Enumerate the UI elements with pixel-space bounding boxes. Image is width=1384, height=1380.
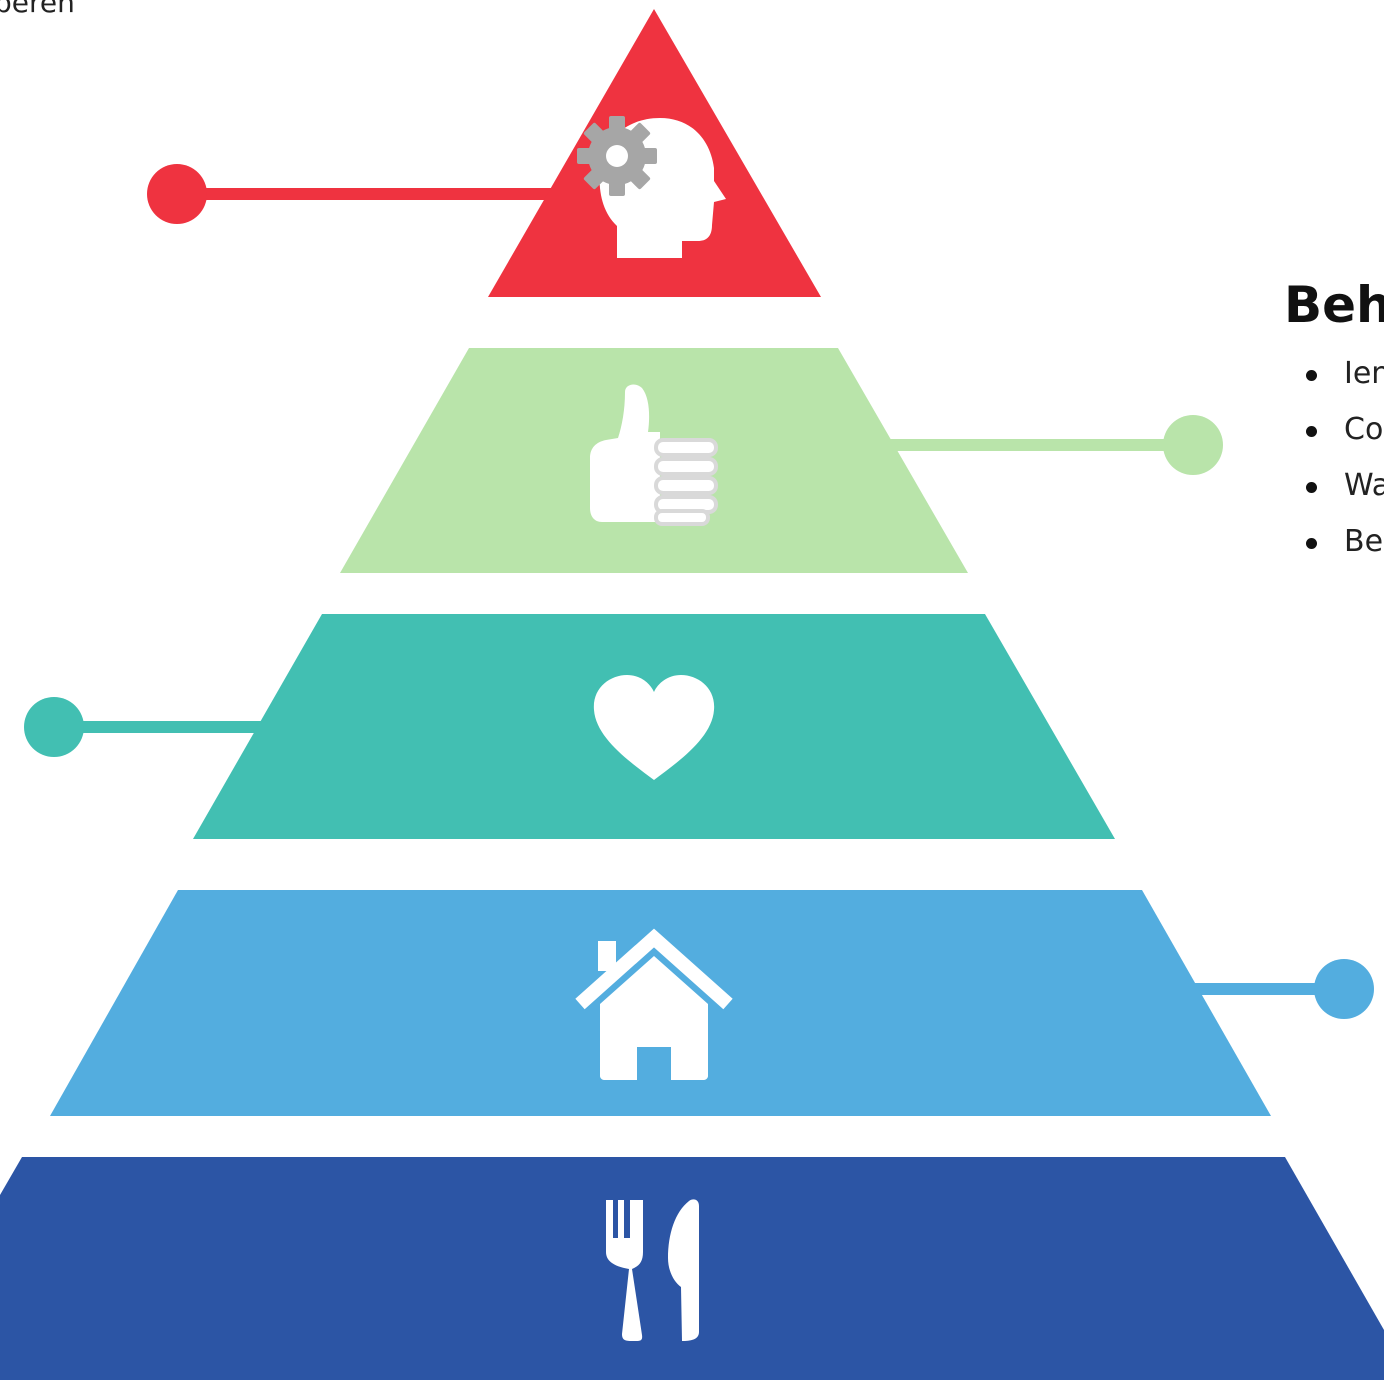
level-2 [340, 348, 1223, 573]
fork-and-knife-icon [606, 1199, 699, 1342]
thumbs-up-icon [590, 384, 718, 526]
gear-icon [577, 116, 657, 196]
level-2-marker [1163, 415, 1223, 475]
head-with-gear-icon [577, 116, 726, 258]
top-left-text: beren [0, 0, 75, 19]
level-3-marker [24, 697, 84, 757]
level-3 [24, 614, 1115, 839]
level-1-marker [147, 164, 207, 224]
list-item: Be [1284, 514, 1384, 570]
side-panel-list: Ien Co Wa Be [1284, 346, 1384, 570]
house-icon [575, 928, 733, 1080]
level-1 [147, 9, 821, 297]
level-4 [50, 890, 1374, 1116]
list-item: Wa [1284, 458, 1384, 514]
list-item: Co [1284, 402, 1384, 458]
heart-icon [593, 675, 715, 780]
level-4-marker [1314, 959, 1374, 1019]
side-panel-heading: Beh [1284, 276, 1384, 334]
level-5 [0, 1157, 1384, 1380]
list-item: Ien [1284, 346, 1384, 402]
